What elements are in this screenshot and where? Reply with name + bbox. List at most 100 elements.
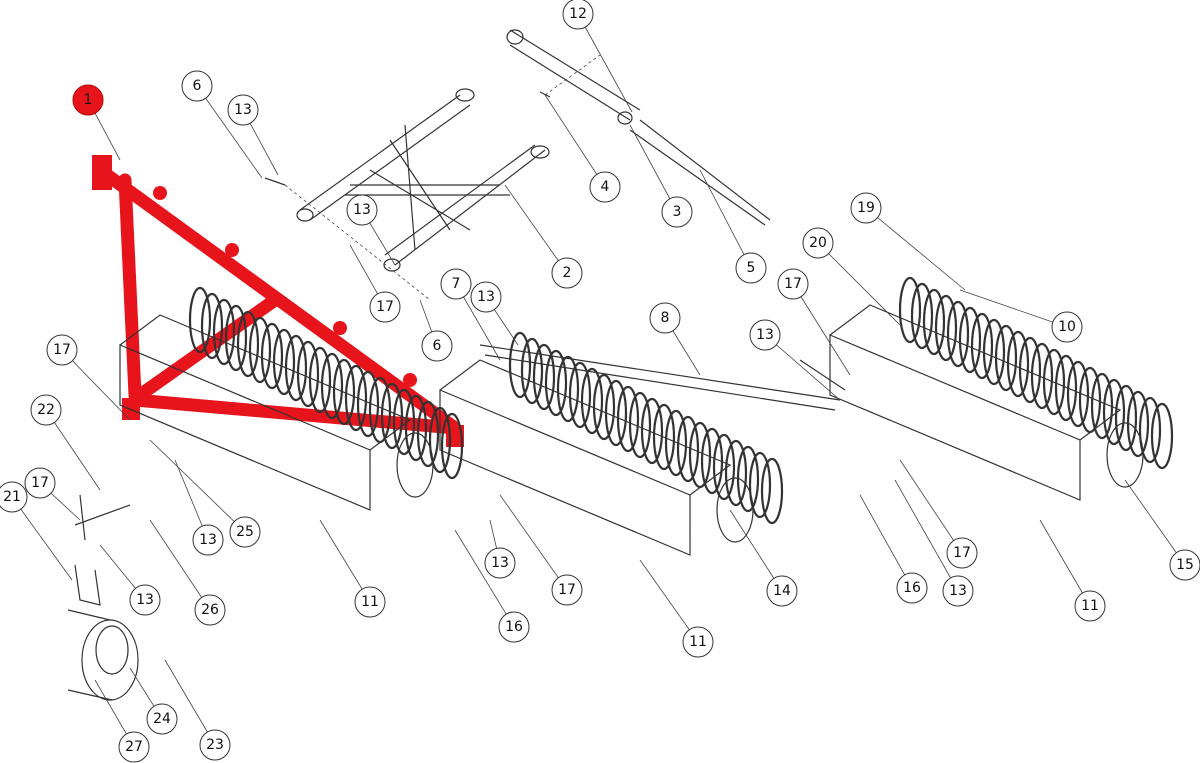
roller-ring: [592, 373, 616, 441]
callout-17[interactable]: 17: [369, 291, 401, 323]
callout-16[interactable]: 16: [498, 611, 530, 643]
roller-ring: [188, 286, 212, 354]
callout-14[interactable]: 14: [766, 575, 798, 607]
callout-label: 1: [84, 92, 93, 108]
callout-4[interactable]: 4: [589, 171, 621, 203]
callout-17[interactable]: 17: [777, 268, 809, 300]
callout-13[interactable]: 13: [227, 94, 259, 126]
callout-3[interactable]: 3: [661, 196, 693, 228]
leader-line: [817, 242, 901, 326]
callout-15[interactable]: 15: [1169, 549, 1200, 581]
callout-6[interactable]: 6: [181, 70, 213, 102]
roller-ring: [664, 409, 688, 477]
leader-line: [544, 94, 606, 188]
callout-27[interactable]: 27: [118, 731, 150, 763]
roller-ring: [1102, 378, 1126, 446]
roller-ring: [934, 294, 958, 362]
callout-11[interactable]: 11: [1074, 590, 1106, 622]
leader-line: [454, 529, 515, 628]
callout-label: 6: [193, 78, 202, 94]
callout-label: 11: [1081, 598, 1099, 614]
roller-ring: [1018, 336, 1042, 404]
leader-line: [1124, 479, 1186, 566]
callout-21[interactable]: 21: [0, 481, 28, 513]
roller-ring: [724, 439, 748, 507]
roller-ring: [224, 304, 248, 372]
roller-ring: [898, 276, 922, 344]
callout-17[interactable]: 17: [551, 574, 583, 606]
roller-ring: [440, 412, 464, 480]
callout-13[interactable]: 13: [749, 319, 781, 351]
end-wheel: [1106, 422, 1144, 488]
roller-ring: [272, 328, 296, 396]
callout-label: 17: [376, 299, 394, 315]
callout-13[interactable]: 13: [484, 547, 516, 579]
callout-label: 13: [491, 555, 509, 571]
callout-11[interactable]: 11: [682, 626, 714, 658]
callout-label: 17: [558, 582, 576, 598]
callout-label: 13: [353, 202, 371, 218]
roller-ring: [344, 364, 368, 432]
callout-22[interactable]: 22: [30, 394, 62, 426]
callout-2[interactable]: 2: [551, 257, 583, 289]
roller-ring: [640, 397, 664, 465]
roller-ring: [748, 451, 772, 519]
roller-ring: [628, 391, 652, 459]
callout-label: 17: [784, 276, 802, 292]
roller-ring: [1042, 348, 1066, 416]
callout-label: 25: [236, 524, 254, 540]
callout-13[interactable]: 13: [942, 575, 974, 607]
callout-19[interactable]: 19: [850, 192, 882, 224]
roller-ring: [236, 310, 260, 378]
callout-label: 11: [361, 594, 379, 610]
callout-7[interactable]: 7: [440, 268, 472, 300]
end-wheel: [396, 432, 434, 498]
roller-ring: [356, 370, 380, 438]
callout-label: 24: [153, 711, 171, 727]
leader-line: [899, 459, 963, 554]
callout-label: 16: [505, 619, 523, 635]
callout-20[interactable]: 20: [802, 227, 834, 259]
roller-ring: [922, 288, 946, 356]
roller-ring: [532, 343, 556, 411]
callout-24[interactable]: 24: [146, 703, 178, 735]
roller-ring: [284, 334, 308, 402]
callout-17[interactable]: 17: [46, 334, 78, 366]
hitch-tongue: [264, 29, 771, 226]
callout-26[interactable]: 26: [194, 594, 226, 626]
callout-8[interactable]: 8: [649, 302, 681, 334]
leader-line: [319, 519, 371, 603]
callout-13[interactable]: 13: [470, 281, 502, 313]
callout-label: 6: [433, 338, 442, 354]
leader-line: [699, 169, 752, 269]
leader-line: [859, 494, 913, 589]
roller-ring: [994, 324, 1018, 392]
callout-1[interactable]: 1: [72, 84, 104, 116]
leader-line: [959, 289, 1068, 328]
callout-label: 12: [569, 6, 587, 22]
callout-label: 16: [903, 580, 921, 596]
callout-10[interactable]: 10: [1051, 311, 1083, 343]
end-wheel: [716, 477, 754, 543]
callout-label: 20: [809, 235, 827, 251]
callout-6[interactable]: 6: [421, 330, 453, 362]
leader-line: [149, 519, 211, 611]
roller-ring: [760, 457, 784, 525]
callout-13[interactable]: 13: [129, 584, 161, 616]
roller-ring: [652, 403, 676, 471]
callout-25[interactable]: 25: [229, 516, 261, 548]
callout-16[interactable]: 16: [896, 572, 928, 604]
callout-17[interactable]: 17: [24, 467, 56, 499]
callout-13[interactable]: 13: [346, 194, 378, 226]
callout-label: 15: [1176, 557, 1194, 573]
callout-5[interactable]: 5: [735, 252, 767, 284]
callout-17[interactable]: 17: [946, 537, 978, 569]
callout-13[interactable]: 13: [192, 524, 224, 556]
callout-12[interactable]: 12: [562, 0, 594, 30]
callout-label: 8: [661, 310, 670, 326]
callout-label: 17: [953, 545, 971, 561]
callout-11[interactable]: 11: [354, 586, 386, 618]
callout-23[interactable]: 23: [199, 729, 231, 761]
leader-line: [865, 207, 966, 291]
